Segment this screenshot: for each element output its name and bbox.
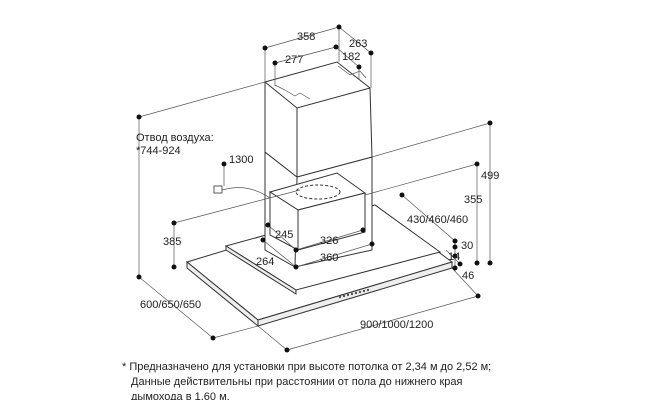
dimension-lines xyxy=(138,26,491,351)
dim-900-1000-1200: 900/1000/1200 xyxy=(360,319,433,331)
dim-499: 499 xyxy=(481,170,499,182)
dim-385: 385 xyxy=(163,236,181,248)
dimension-points xyxy=(136,24,493,353)
dim-326: 326 xyxy=(320,235,338,247)
dim-277: 277 xyxy=(285,54,303,66)
dim-355: 355 xyxy=(464,194,482,206)
lower-chimney xyxy=(264,150,373,268)
air-outlet-label: Отвод воздуха: xyxy=(136,132,214,144)
dim-430-460-460: 430/460/460 xyxy=(407,214,468,226)
footnote-line-1: * Предназначено для установки при высоте… xyxy=(122,361,492,373)
dim-245: 245 xyxy=(275,229,293,241)
dim-30: 30 xyxy=(461,240,473,252)
dim-182: 182 xyxy=(342,51,360,63)
upper-chimney xyxy=(264,61,373,178)
dim-46: 46 xyxy=(462,270,474,282)
dim-14: 14 xyxy=(448,251,460,263)
dim-360: 360 xyxy=(320,252,338,264)
air-outlet-range: *744-924 xyxy=(136,145,181,157)
dim-358: 358 xyxy=(297,31,315,43)
dim-600-650-650: 600/650/650 xyxy=(140,299,201,311)
dim-1300: 1300 xyxy=(229,154,253,166)
footnote-line-3: дымохода в 1,60 м. xyxy=(131,391,230,400)
dim-264: 264 xyxy=(256,256,274,268)
power-cable xyxy=(213,185,271,199)
footnote-line-2: Данные действительны при расстоянии от п… xyxy=(131,376,463,388)
control-buttons xyxy=(338,288,370,299)
dim-263: 263 xyxy=(349,38,367,50)
